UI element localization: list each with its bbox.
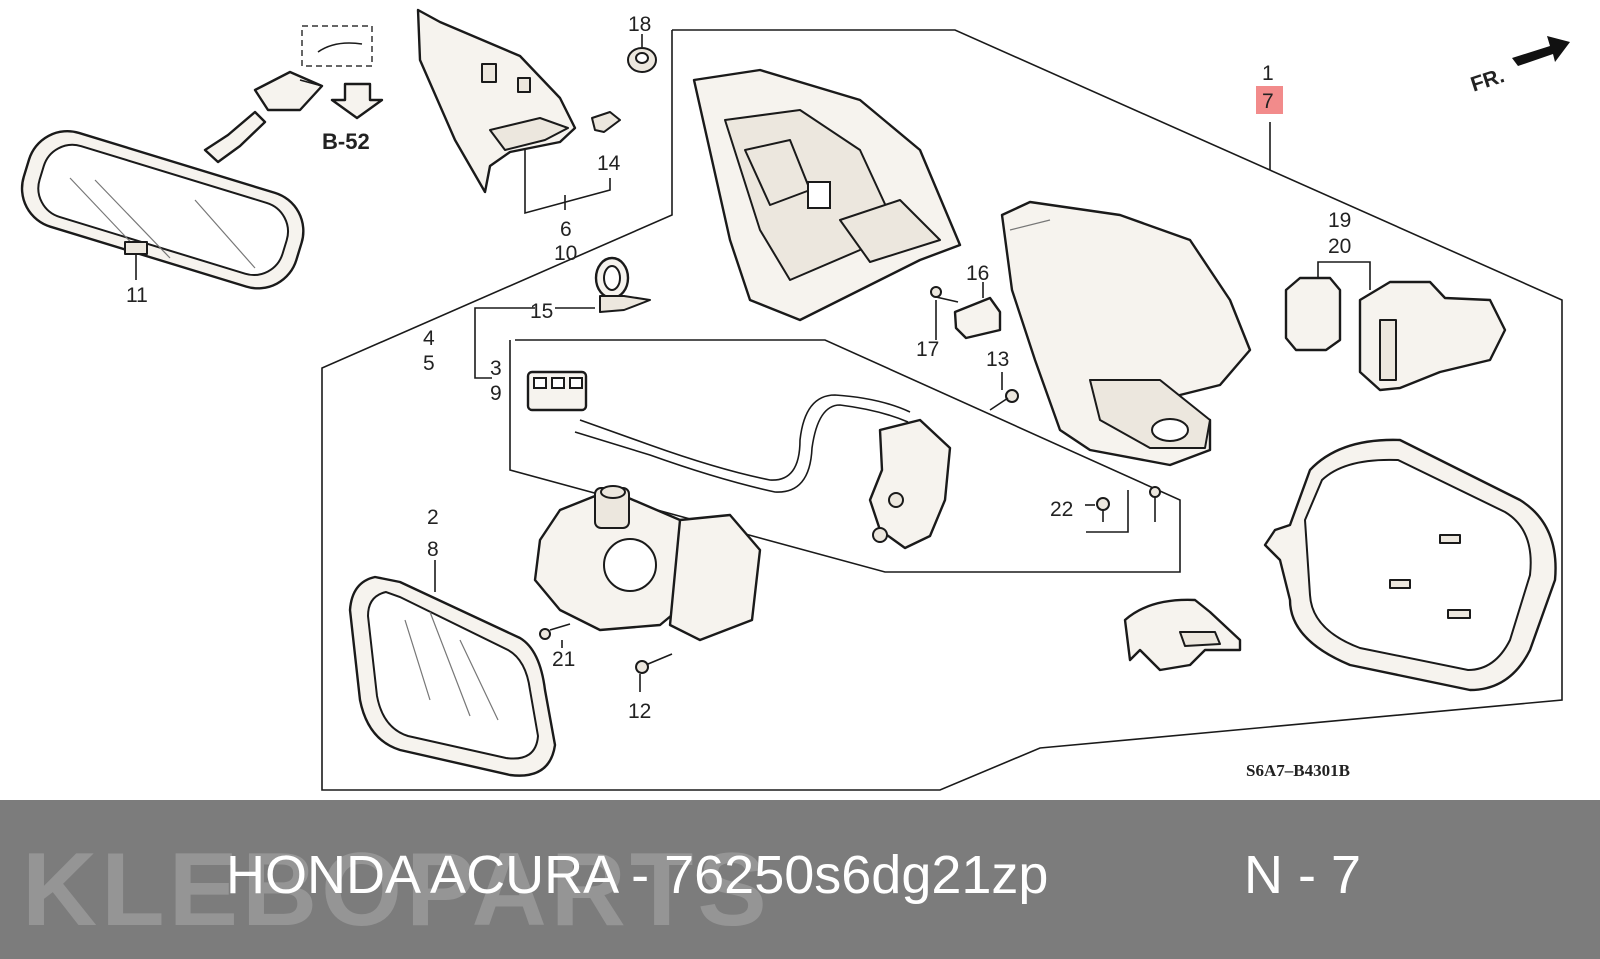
clip-illustration bbox=[591, 111, 621, 133]
rearview-mirror-illustration bbox=[20, 25, 384, 290]
callout-19[interactable]: 19 bbox=[1328, 209, 1351, 232]
nut-illustration bbox=[627, 34, 657, 73]
callout-5[interactable]: 5 bbox=[423, 352, 435, 375]
callout-16[interactable]: 16 bbox=[966, 262, 989, 285]
part-reference: N - 7 bbox=[1244, 845, 1362, 905]
diagram-code: S6A7–B4301B bbox=[1246, 761, 1350, 780]
callout-1[interactable]: 1 bbox=[1262, 62, 1274, 85]
callout-21[interactable]: 21 bbox=[552, 648, 575, 671]
callout-12[interactable]: 12 bbox=[628, 700, 651, 723]
assembly-frame bbox=[321, 29, 1563, 791]
selected-part-highlight bbox=[1256, 86, 1283, 114]
callout-6[interactable]: 6 bbox=[560, 218, 572, 241]
screws-21-12-illustration bbox=[539, 623, 673, 692]
cap-pieces-illustration bbox=[1284, 261, 1507, 392]
trim-cover-illustration bbox=[416, 8, 611, 215]
front-direction-indicator: FR. bbox=[1468, 36, 1570, 97]
callout-9[interactable]: 9 bbox=[490, 382, 502, 405]
callout-20[interactable]: 20 bbox=[1328, 235, 1351, 258]
mirror-housing-illustration bbox=[1000, 200, 1252, 467]
callout-2[interactable]: 2 bbox=[427, 506, 439, 529]
part-title: HONDA ACURA - 76250s6dg21zp bbox=[226, 845, 1049, 905]
mount-bracket-illustration bbox=[1123, 598, 1242, 672]
callout-22[interactable]: 22 bbox=[1050, 498, 1073, 521]
direction-label: FR. bbox=[1468, 64, 1507, 96]
callout-7[interactable]: 7 bbox=[1262, 90, 1274, 113]
callout-13[interactable]: 13 bbox=[986, 348, 1009, 371]
cable-clip-illustration bbox=[474, 256, 651, 379]
callout-3[interactable]: 3 bbox=[490, 357, 502, 380]
mirror-base-illustration bbox=[692, 68, 962, 322]
mirror-cover-illustration bbox=[1263, 438, 1557, 692]
callout-15[interactable]: 15 bbox=[530, 300, 553, 323]
screw-and-bracket-illustration bbox=[930, 282, 1002, 340]
watermark-logo: KLEBOPARTS bbox=[22, 832, 771, 948]
callout-14[interactable]: 14 bbox=[597, 152, 621, 175]
parts-diagram: FR. B-52 1 7 2 8 3 9 4 5 6 10 11 12 13 1… bbox=[20, 8, 1570, 791]
wiring-harness-illustration bbox=[526, 370, 952, 550]
footer-banner: KLEBOPARTS HONDA ACURA - 76250s6dg21zp N… bbox=[0, 800, 1600, 959]
screws-22-illustration bbox=[1085, 486, 1161, 533]
callout-17[interactable]: 17 bbox=[916, 338, 939, 361]
callout-labels: 1 7 2 8 3 9 4 5 6 10 11 12 13 14 15 16 1… bbox=[126, 13, 1351, 723]
mirror-glass-illustration bbox=[348, 560, 557, 777]
callout-18[interactable]: 18 bbox=[628, 13, 651, 36]
section-reference: B-52 bbox=[322, 129, 370, 154]
mirror-actuator-illustration bbox=[533, 485, 762, 642]
callout-10[interactable]: 10 bbox=[554, 242, 577, 265]
callout-11[interactable]: 11 bbox=[126, 284, 148, 307]
callout-8[interactable]: 8 bbox=[427, 538, 439, 561]
callout-4[interactable]: 4 bbox=[423, 327, 435, 350]
screw-13-illustration bbox=[989, 372, 1019, 411]
